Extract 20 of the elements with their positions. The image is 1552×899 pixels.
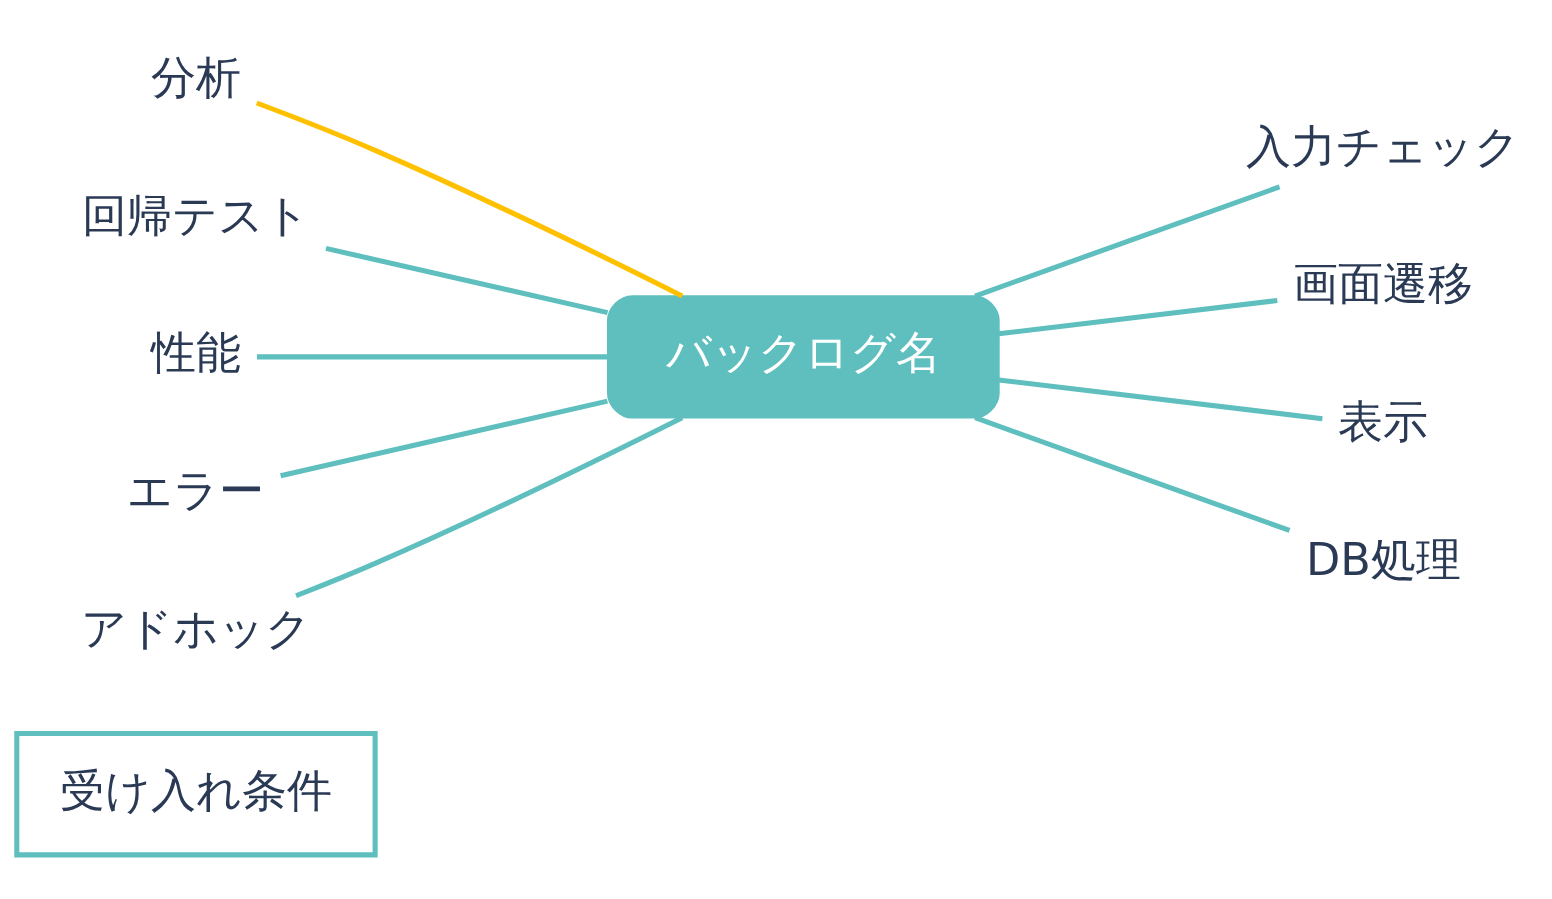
node-text: 入力チェック	[1246, 120, 1521, 173]
connector	[295, 415, 684, 598]
connector	[974, 414, 1291, 533]
node-text: 分析	[150, 51, 241, 104]
connector	[256, 353, 608, 359]
connector	[998, 297, 1278, 336]
node-text: 画面遷移	[1293, 257, 1474, 310]
connector	[325, 245, 609, 315]
connector	[998, 376, 1323, 421]
node-text: 回帰テスト	[81, 189, 310, 242]
node-text: 表示	[1338, 395, 1429, 448]
node-box: 受け入れ条件	[14, 730, 378, 857]
connector	[255, 100, 684, 298]
node-text: アドホック	[80, 602, 311, 655]
connector	[280, 398, 608, 478]
node-text: DB処理	[1305, 533, 1461, 586]
node-box: バックログ名	[606, 294, 1000, 419]
connector	[974, 183, 1281, 298]
node-text: エラー	[127, 464, 265, 517]
node-text: 性能	[150, 326, 241, 379]
